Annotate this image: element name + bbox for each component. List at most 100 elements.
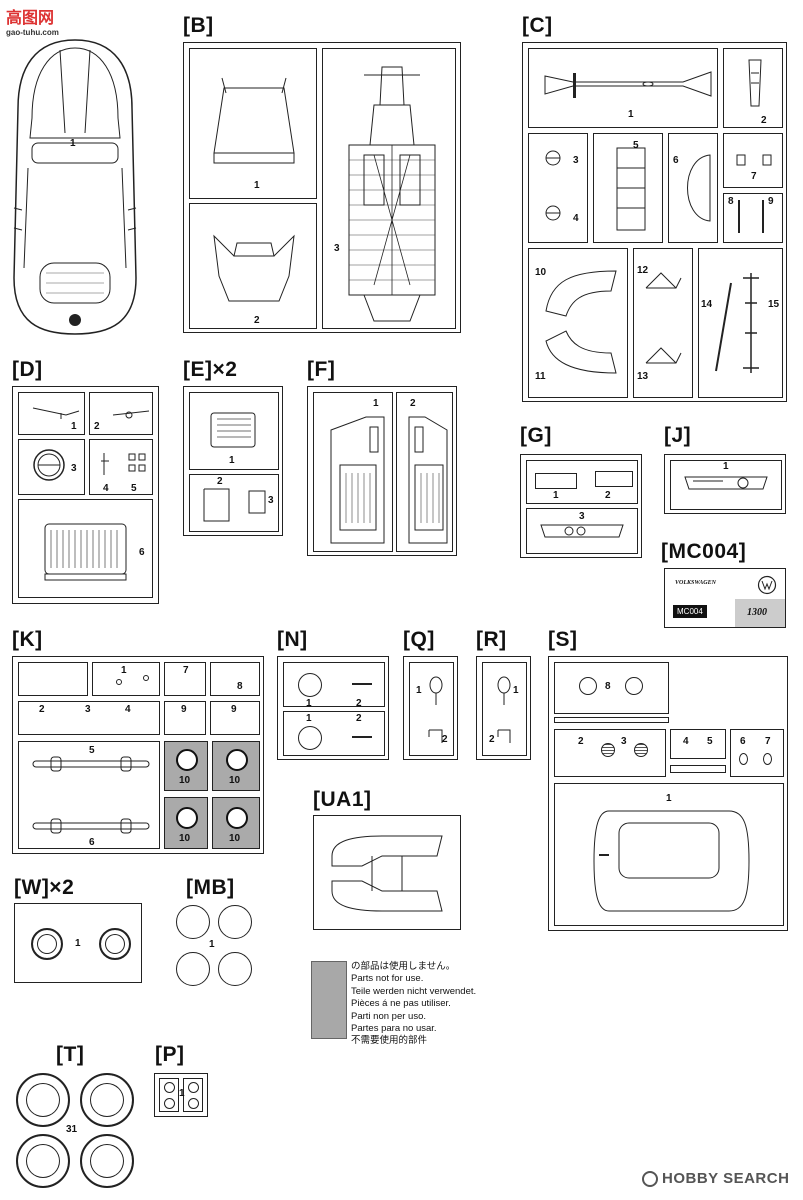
footer-logo-text: HOBBY SEARCH	[662, 1170, 790, 1187]
part-n-2b: 2	[356, 713, 362, 724]
sprue-n: 1 2 1 2	[277, 656, 389, 760]
bumper-front-drawing	[32, 756, 150, 772]
sprue-j: 1	[664, 454, 786, 514]
part-d-4: 4	[103, 483, 109, 494]
part-g-1: 1	[553, 490, 559, 501]
tire-icon	[16, 1073, 70, 1127]
decal-code: MC004	[673, 605, 707, 618]
part-d6-drawing	[44, 523, 127, 581]
sprue-b: 1 2 3	[183, 42, 461, 333]
decal-brand: VOLKSWAGEN	[675, 580, 716, 586]
part-e2-drawing	[203, 488, 266, 522]
wheel-icon	[31, 928, 63, 960]
part-c-3: 3	[573, 155, 579, 166]
lens-icon	[625, 677, 643, 695]
watermark-url: gao-tuhu.com	[6, 28, 59, 37]
legend-line-en: Parts not for use.	[351, 973, 424, 985]
sprue-s-cell-strip	[554, 717, 669, 723]
section-title-r: [R]	[476, 628, 507, 651]
legend-text: の部品は使用しません。 Parts not for use. Teile wer…	[351, 961, 531, 1048]
hubcap-cell-4	[212, 797, 260, 849]
sprue-k: 1 7 8 2 3 4 9 9 5 6 10 10 10 10	[12, 656, 264, 854]
part-s-3: 3	[621, 736, 627, 747]
part-k-10b: 10	[229, 775, 241, 786]
tire-icon	[80, 1134, 134, 1188]
part-s-2: 2	[578, 736, 584, 747]
section-title-q: [Q]	[403, 628, 435, 651]
part-k-9a: 9	[181, 704, 187, 715]
sprue-d-cell-3	[18, 439, 85, 495]
part-s-6: 6	[740, 736, 746, 747]
section-title-n: [N]	[277, 628, 308, 651]
sprue-s-cell-6	[730, 729, 784, 777]
part-e-3: 3	[268, 495, 274, 506]
part-d-2: 2	[94, 421, 100, 432]
sprue-s-cell-8	[554, 662, 669, 714]
part-d-3: 3	[71, 463, 77, 474]
part-n-2a: 2	[356, 698, 362, 709]
sprue-s-cell-1	[554, 783, 784, 926]
sprue-b-cell-2	[189, 203, 317, 329]
part-s-4: 4	[683, 736, 689, 747]
chassis-drawing	[348, 66, 436, 322]
lamp-icon	[763, 753, 772, 765]
sprue-k-cell-5	[18, 741, 160, 849]
part-e-1: 1	[229, 455, 235, 466]
sprue-k-cell-9a	[164, 701, 206, 735]
sprue-k-cell-9b	[210, 701, 260, 735]
section-title-w: [W]×2	[14, 876, 75, 899]
sprue-q-cell	[409, 662, 454, 756]
part-k-8: 8	[237, 681, 243, 692]
grille-icon	[601, 743, 615, 757]
part-k1-dot-a	[116, 679, 122, 685]
part-c8-drawing	[738, 200, 764, 233]
sprue-d: 1 2 3 4 5 6	[12, 386, 159, 604]
hubcap-icon	[226, 807, 248, 829]
part-b-1-number: 1	[254, 180, 260, 191]
hubcap-cell-3	[164, 797, 208, 849]
sprue-d-cell-4	[89, 439, 153, 495]
sprue-s-cell-4-strip	[670, 765, 726, 773]
sprue-q: 1 2	[403, 656, 458, 760]
sprue-w: 1	[14, 903, 142, 983]
body-shell-drawing	[13, 39, 137, 335]
part-p-1: 1	[179, 1088, 185, 1099]
axle-drawing	[544, 71, 712, 98]
tire-icon	[16, 1134, 70, 1188]
wheel-icon	[99, 928, 131, 960]
part-f-2: 2	[410, 398, 416, 409]
part-g1-shape	[535, 473, 577, 489]
poly-cap-icon	[188, 1082, 199, 1093]
sprue-k-cell-a	[18, 662, 88, 696]
section-title-b: [B]	[183, 14, 214, 37]
footer-logo: HOBBY SEARCH	[642, 1170, 789, 1187]
sprue-d-cell-2	[89, 392, 153, 435]
part-c-6: 6	[673, 155, 679, 166]
sprue-g: 1 2 3	[520, 454, 642, 558]
sprue-c: 1 2 3 4 5 6 7 8 9 10 11 12 13 14 15	[522, 42, 787, 402]
sprue-k-cell-8	[210, 662, 260, 696]
part-c-13: 13	[637, 371, 649, 382]
part-g-3: 3	[579, 511, 585, 522]
section-title-d: [D]	[12, 358, 43, 381]
steering-wheel-drawing	[33, 449, 65, 481]
sprue-g-cell-3	[526, 508, 638, 554]
part-s-1: 1	[666, 793, 672, 804]
window-ua1-drawing	[331, 835, 443, 912]
sprue-e: 1 2 3	[183, 386, 283, 536]
section-title-ua1: [UA1]	[313, 788, 372, 811]
part-k-10a: 10	[179, 775, 191, 786]
sprue-b-cell-3	[322, 48, 456, 329]
dashboard-g-drawing	[540, 524, 624, 538]
legend-line-es: Partes para no usar.	[351, 1023, 437, 1035]
sprue-g-cell-1	[526, 460, 638, 504]
section-title-p: [P]	[155, 1043, 185, 1066]
section-title-f: [F]	[307, 358, 336, 381]
sprue-d-cell-6	[18, 499, 153, 598]
part-r-2: 2	[489, 734, 495, 745]
part-c-9: 9	[768, 196, 774, 207]
sprue-p: 1	[154, 1073, 208, 1117]
mb-disc	[176, 952, 210, 986]
part-d-6: 6	[139, 547, 145, 558]
part-c-7: 7	[751, 171, 757, 182]
